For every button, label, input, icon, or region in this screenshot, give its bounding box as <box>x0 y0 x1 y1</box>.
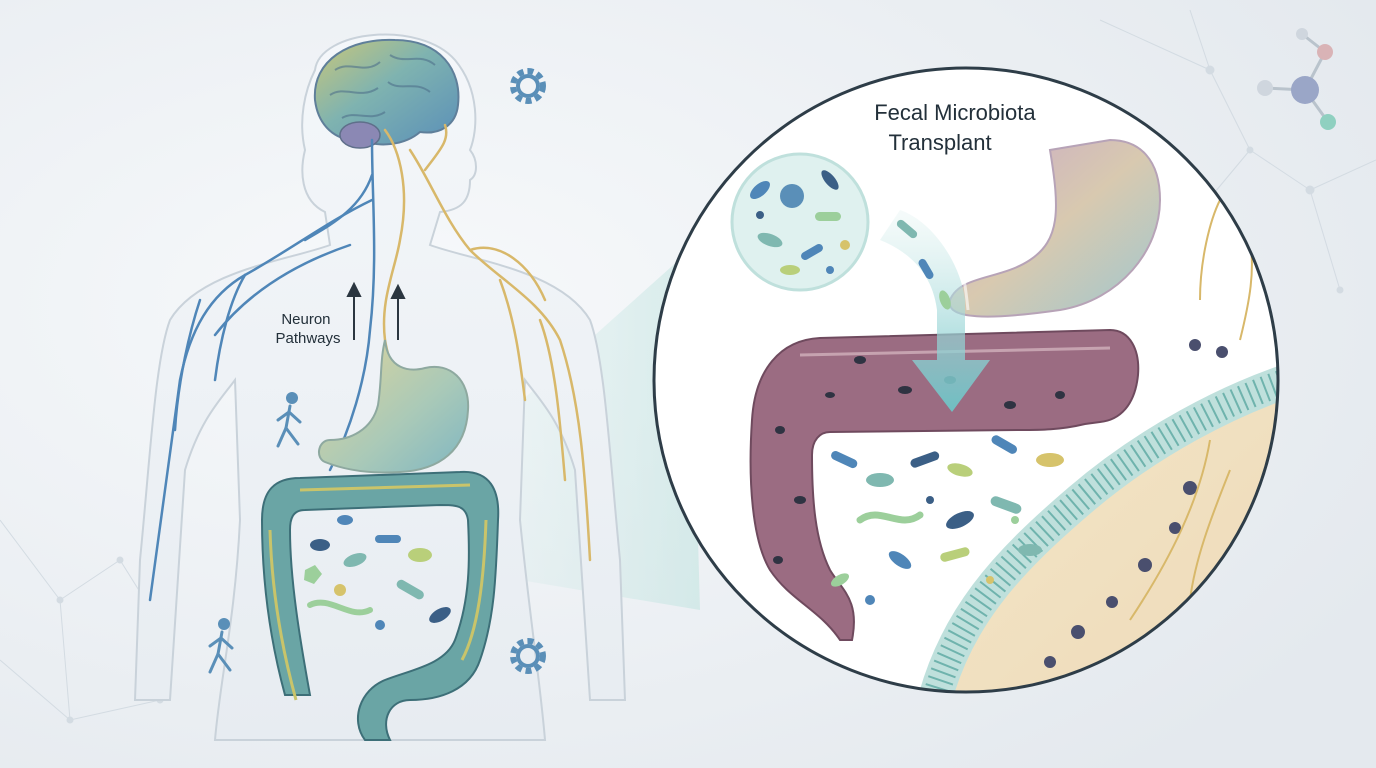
molecule-icon <box>1257 28 1336 130</box>
recipient-gut-bacteria <box>830 435 1064 605</box>
large-intestine <box>260 470 500 741</box>
fmt-title: Fecal Microbiota Transplant <box>874 100 1042 155</box>
walking-person-icon <box>208 618 234 674</box>
brain-icon <box>313 38 460 149</box>
gear-icon <box>510 68 546 104</box>
background-network-left <box>0 519 171 724</box>
walking-person-icon <box>276 392 302 448</box>
recipient-colon <box>749 328 1140 641</box>
transfer-arrow <box>880 210 990 412</box>
gear-icon <box>510 638 546 674</box>
neuron-pathways-label: Neuron Pathways <box>275 311 340 347</box>
stomach <box>318 339 470 474</box>
recipient-stomach <box>948 138 1162 318</box>
body-gut-bacteria <box>304 515 451 630</box>
arrow-up-icon <box>346 281 406 340</box>
bacteria-sample-icon <box>730 152 870 292</box>
vagus-nerve-blue <box>148 138 376 602</box>
fmt-magnified-view <box>652 66 1280 694</box>
background-network-right <box>1099 9 1376 294</box>
